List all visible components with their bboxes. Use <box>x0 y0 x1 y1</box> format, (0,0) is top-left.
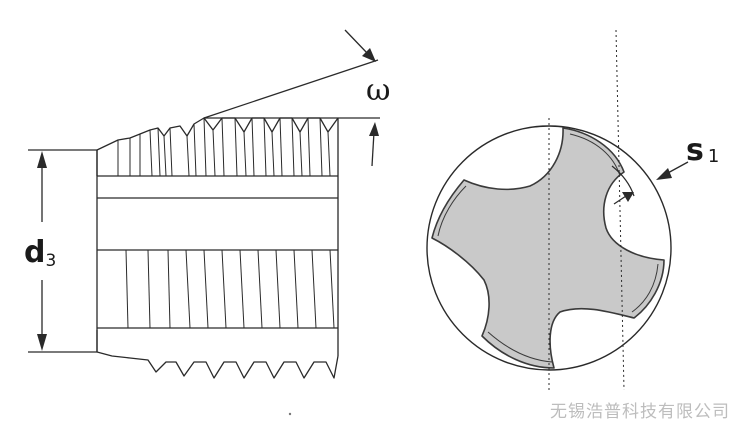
tap-top-thread-profile <box>96 117 339 151</box>
four-flute-insert <box>431 127 665 369</box>
omega-arrow-shaft-top <box>344 29 369 55</box>
s1-arrow-head-inner <box>622 192 634 202</box>
omega-slope-line <box>203 59 379 119</box>
tap-side-view <box>28 117 339 379</box>
s1-arrow-shaft-outer <box>665 161 689 175</box>
guide-line-right <box>615 29 625 391</box>
s1-arrow-shaft-inner <box>613 195 627 205</box>
tap-shank-outline <box>28 149 98 353</box>
stray-dot <box>288 412 292 416</box>
tap-lower-thread-helix <box>125 249 335 329</box>
s1-label-sub: 1 <box>708 146 719 167</box>
company-watermark: 无锡浩普科技有限公司 <box>550 402 730 422</box>
omega-label: ω <box>366 73 390 108</box>
d3-label: d3 <box>24 235 56 271</box>
d3-label-main: d <box>24 235 45 270</box>
d3-arrow-up <box>37 151 47 168</box>
d3-label-sub: 3 <box>45 251 56 271</box>
omega-arrow-head-bottom <box>369 122 379 136</box>
tap-top-thread-flanks <box>117 117 331 177</box>
cross-section-guide-lines <box>548 29 625 391</box>
omega-arrow-head-top <box>362 48 376 62</box>
flute-edge-lines <box>437 133 659 363</box>
d3-arrow-down <box>37 334 47 351</box>
omega-angle-indicator <box>203 29 380 167</box>
omega-arrow-shaft-bottom <box>371 131 375 167</box>
d3-dimension <box>37 151 47 351</box>
tap-bottom-thread-profile <box>96 351 339 379</box>
s1-relief-indicator <box>611 161 689 205</box>
s1-label-main: s <box>686 133 704 168</box>
s1-arrow-head-outer <box>656 168 672 180</box>
